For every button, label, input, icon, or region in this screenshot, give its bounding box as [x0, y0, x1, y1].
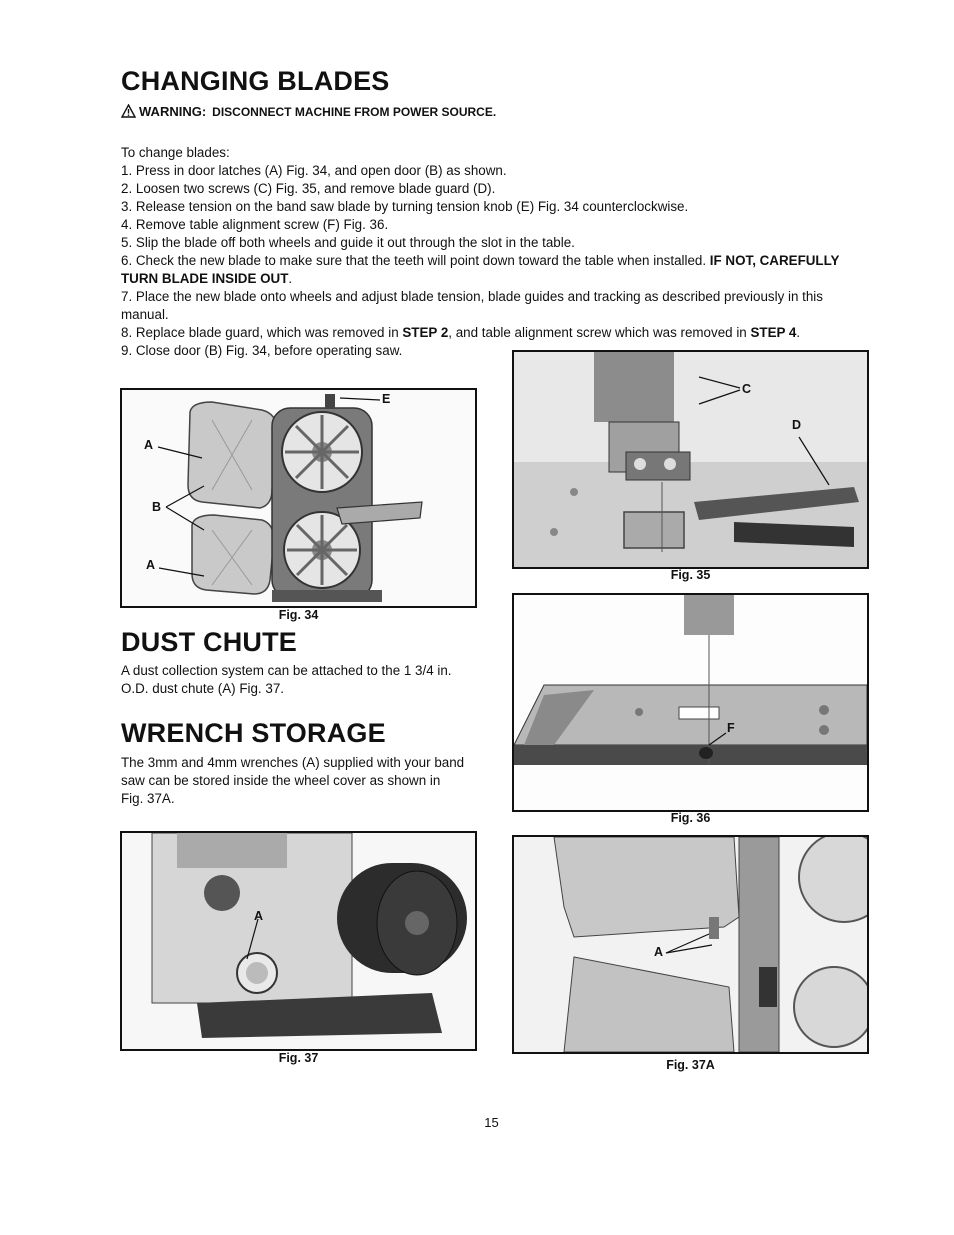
- step-1: 1. Press in door latches (A) Fig. 34, an…: [121, 163, 507, 178]
- fig-37-photo: A: [120, 831, 477, 1051]
- fig-35-photo: C D: [512, 350, 869, 569]
- fig-34-label-e: E: [382, 392, 391, 406]
- step-8: 8. Replace blade guard, which was remove…: [121, 325, 801, 340]
- warning-text: DISCONNECT MACHINE FROM POWER SOURCE.: [212, 105, 497, 119]
- fig-34-label-a-top: A: [144, 438, 154, 452]
- step-5: 5. Slip the blade off both wheels and gu…: [121, 235, 575, 250]
- step-3: 3. Release tension on the band saw blade…: [121, 199, 689, 214]
- step-9: 9. Close door (B) Fig. 34, before operat…: [121, 343, 403, 358]
- page-number: 15: [484, 1115, 499, 1130]
- step-4: 4. Remove table alignment screw (F) Fig.…: [121, 217, 389, 232]
- warning-label: WARNING:: [139, 104, 207, 119]
- changing-blades-steps: To change blades: 1. Press in door latch…: [121, 144, 861, 360]
- dust-chute-heading: DUST CHUTE: [121, 627, 297, 657]
- fig-37-label-a: A: [254, 909, 264, 923]
- fig-36-photo: F: [512, 593, 869, 812]
- changing-blades-heading: CHANGING BLADES: [121, 66, 390, 96]
- fig-35-caption: Fig. 35: [670, 568, 711, 582]
- wrench-storage-text: The 3mm and 4mm wrenches (A) supplied wi…: [121, 755, 465, 806]
- step-2: 2. Loosen two screws (C) Fig. 35, and re…: [121, 181, 496, 196]
- steps-intro: To change blades:: [121, 145, 230, 160]
- fig-36-label-f: F: [727, 721, 735, 735]
- fig-37a-label-a: A: [654, 945, 664, 959]
- fig-34-label-b: B: [152, 500, 162, 514]
- step-6: 6. Check the new blade to make sure that…: [121, 253, 840, 286]
- warning-line: WARNING: DISCONNECT MACHINE FROM POWER SO…: [120, 103, 497, 121]
- wrench-storage-heading: WRENCH STORAGE: [121, 718, 386, 748]
- fig-34-photo: A B A E: [120, 388, 477, 608]
- warning-triangle-icon: [120, 103, 137, 121]
- fig-36-caption: Fig. 36: [670, 811, 711, 825]
- fig-35-label-d: D: [792, 418, 802, 432]
- dust-chute-text: A dust collection system can be attached…: [121, 663, 452, 696]
- step-7: 7. Place the new blade onto wheels and a…: [121, 289, 823, 322]
- fig-37a-photo: A: [512, 835, 869, 1054]
- fig-35-label-c: C: [742, 382, 752, 396]
- fig-37a-caption: Fig. 37A: [666, 1058, 715, 1072]
- fig-37-caption: Fig. 37: [278, 1051, 319, 1065]
- fig-34-label-a-bottom: A: [146, 558, 156, 572]
- fig-34-caption: Fig. 34: [278, 608, 319, 622]
